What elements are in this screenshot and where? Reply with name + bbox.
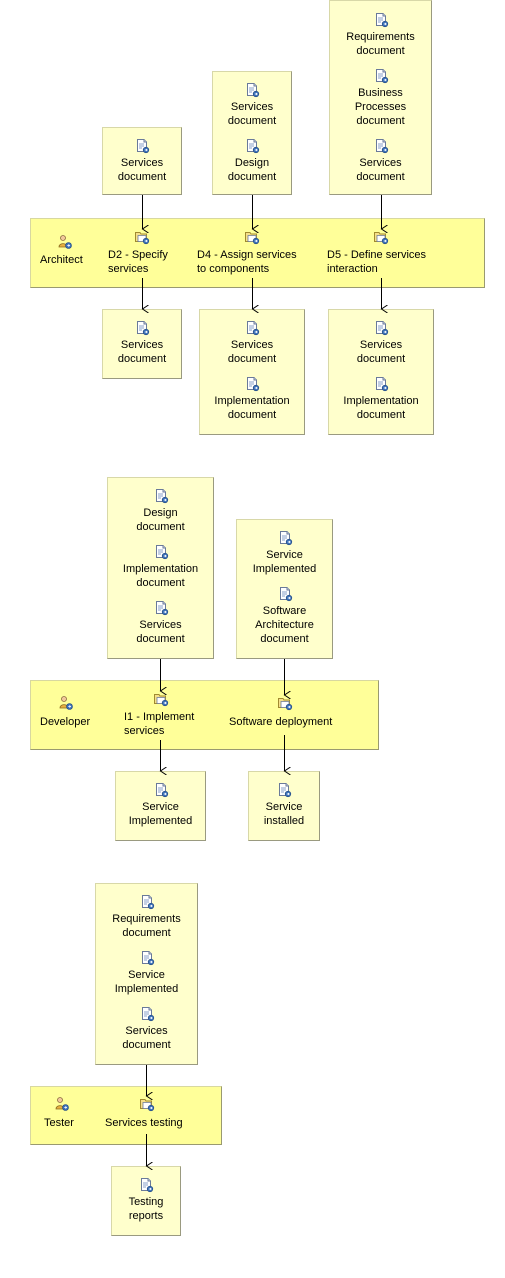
d4-input-box: Services document Design document	[212, 71, 292, 195]
artifact-label: Requirements document	[346, 31, 415, 57]
artifact-label: Implementation document	[214, 395, 290, 421]
artifact-services-document[interactable]: Services document	[213, 82, 291, 128]
artifact-service-installed[interactable]: Service installed	[249, 782, 319, 828]
artifact-design-document[interactable]: Design document	[213, 138, 291, 184]
artifact-label: Business Processes document	[354, 87, 407, 127]
task-i1-label[interactable]: I1 - Implement services	[124, 711, 195, 737]
artifact-implementation-document[interactable]: Implementation document	[200, 376, 304, 422]
artifact-services-document[interactable]: Services document	[96, 1006, 197, 1052]
artifact-label: Services document	[136, 619, 185, 645]
artifact-software-architecture-document[interactable]: Software Architecture document	[237, 586, 332, 646]
artifact-services-document[interactable]: Services document	[108, 600, 213, 646]
artifact-service-implemented[interactable]: Service Implemented	[116, 782, 205, 828]
artifact-label: Services document	[122, 1025, 171, 1051]
role-developer-label: Developer	[40, 716, 91, 728]
artifact-label: Services document	[117, 157, 167, 183]
artifact-label: Service Implemented	[252, 549, 317, 575]
artifact-label: Implementation document	[343, 395, 419, 421]
task-deploy-label[interactable]: Software deployment	[229, 716, 333, 728]
tester-swimlane: Tester Services testing	[30, 1086, 222, 1145]
artifact-label: Requirements document	[112, 913, 181, 939]
artifact-label: Services document	[227, 339, 277, 365]
artifact-label: Service installed	[263, 801, 305, 827]
artifact-testing-reports[interactable]: Testing reports	[112, 1177, 180, 1223]
d5-input-box: Requirements document Business Processes…	[329, 0, 432, 195]
d2-input-box: Services document	[102, 127, 182, 195]
artifact-label: Implementation document	[122, 563, 199, 589]
role-tester-label: Tester	[44, 1117, 74, 1129]
artifact-label: Services document	[227, 101, 277, 127]
i1-output-box: Service Implemented	[115, 771, 206, 841]
artifact-label: Design document	[227, 157, 277, 183]
deploy-input-box: Service Implemented Software Architectur…	[236, 519, 333, 659]
d2-output-box: Services document	[102, 309, 182, 379]
task-testing-label[interactable]: Services testing	[105, 1117, 183, 1129]
artifact-label: Services document	[117, 339, 167, 365]
task-d5-label[interactable]: D5 - Define services interaction	[327, 249, 427, 275]
d4-output-box: Services document Implementation documen…	[199, 309, 305, 435]
artifact-service-implemented[interactable]: Service Implemented	[237, 530, 332, 576]
developer-swimlane: Developer I1 - Implement services Softwa…	[30, 680, 379, 750]
artifact-business-processes-document[interactable]: Business Processes document	[330, 68, 431, 128]
architect-swimlane: Architect D2 - Specify services D4 - Ass…	[30, 218, 485, 288]
artifact-services-document[interactable]: Services document	[330, 138, 431, 184]
artifact-service-implemented[interactable]: Service Implemented	[96, 950, 197, 996]
artifact-implementation-document[interactable]: Implementation document	[108, 544, 213, 590]
artifact-label: Services document	[356, 339, 406, 365]
artifact-label: Services document	[356, 157, 405, 183]
artifact-label: Service Implemented	[114, 969, 179, 995]
artifact-label: Software Architecture document	[255, 605, 314, 645]
task-d4-label[interactable]: D4 - Assign services to components	[197, 249, 297, 275]
artifact-services-document[interactable]: Services document	[103, 138, 181, 184]
task-d2-label[interactable]: D2 - Specify services	[108, 249, 168, 275]
d5-output-box: Services document Implementation documen…	[328, 309, 434, 435]
artifact-label: Service Implemented	[128, 801, 193, 827]
artifact-services-document[interactable]: Services document	[103, 320, 181, 366]
deploy-output-box: Service installed	[248, 771, 320, 841]
artifact-label: Design document	[136, 507, 185, 533]
artifact-requirements-document[interactable]: Requirements document	[330, 12, 431, 58]
artifact-requirements-document[interactable]: Requirements document	[96, 894, 197, 940]
artifact-design-document[interactable]: Design document	[108, 488, 213, 534]
role-architect-label: Architect	[40, 254, 83, 266]
testing-input-box: Requirements document Service Implemente…	[95, 883, 198, 1065]
artifact-services-document[interactable]: Services document	[200, 320, 304, 366]
i1-input-box: Design document Implementation document …	[107, 477, 214, 659]
artifact-label: Testing reports	[128, 1196, 164, 1222]
artifact-implementation-document[interactable]: Implementation document	[329, 376, 433, 422]
artifact-services-document[interactable]: Services document	[329, 320, 433, 366]
